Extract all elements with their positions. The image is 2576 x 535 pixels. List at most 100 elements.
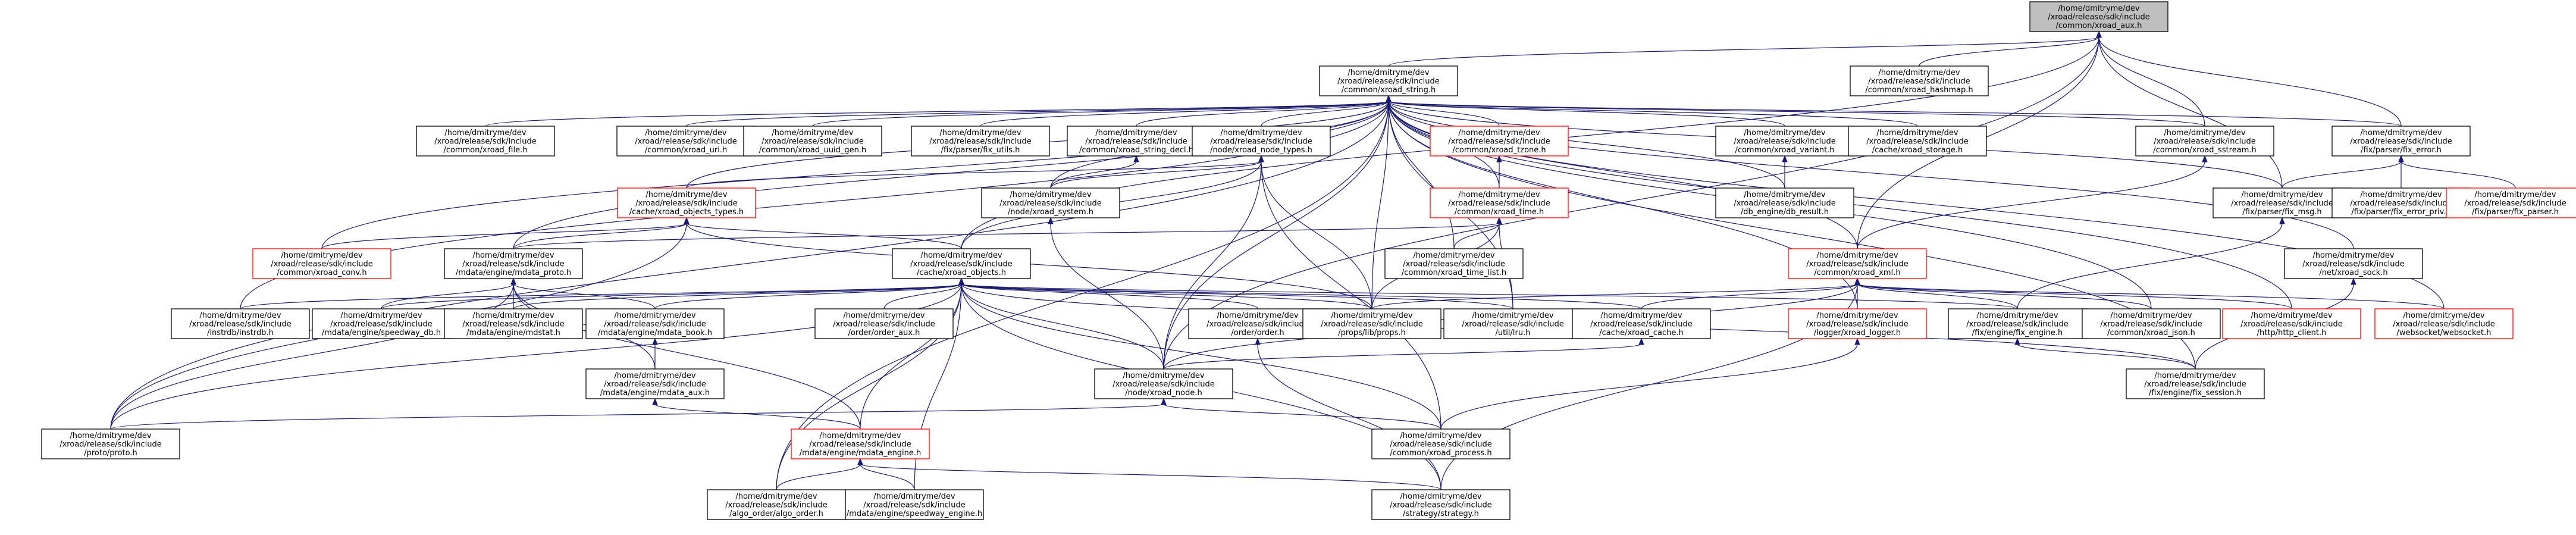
arrowhead-nodesystem-xnode [1048,217,1054,224]
node-conv[interactable]: /home/dmitryme/dev/xroad/release/sdk/inc… [252,248,391,279]
node-uri[interactable]: /home/dmitryme/dev/xroad/release/sdk/inc… [616,126,756,157]
node-mdstat[interactable]: /home/dmitryme/dev/xroad/release/sdk/inc… [444,308,583,339]
node-fixmsg[interactable]: /home/dmitryme/dev/xroad/release/sdk/inc… [2213,187,2352,218]
node-instrdb[interactable]: /home/dmitryme/dev/xroad/release/sdk/inc… [171,308,310,339]
edge-xml-json [1857,283,2152,309]
node-label-line: /home/dmitryme/dev [2474,190,2556,199]
node-box [2213,187,2352,218]
node-box [41,428,180,459]
edge-string-sstream [1388,101,2205,127]
edge-mdataengine-strategy [860,464,1441,490]
node-order[interactable]: /home/dmitryme/dev/xroad/release/sdk/inc… [1188,308,1327,339]
node-label-line: /home/dmitryme/dev [2154,371,2236,380]
node-label-line: /xroad/release/sdk/include [2240,320,2343,329]
node-label-line: /http/http_client.h [2257,328,2327,337]
node-cachestorage[interactable]: /home/dmitryme/dev/xroad/release/sdk/inc… [1848,126,1987,157]
node-label-line: /xroad/release/sdk/include [635,137,737,146]
node-dbresult[interactable]: /home/dmitryme/dev/xroad/release/sdk/inc… [1715,187,1854,218]
arrowhead-mdataaux-mdataengine [652,398,658,405]
node-fixutils[interactable]: /home/dmitryme/dev/xroad/release/sdk/inc… [911,126,1050,157]
node-httpclient[interactable]: /home/dmitryme/dev/xroad/release/sdk/inc… [2222,308,2361,339]
node-logger[interactable]: /home/dmitryme/dev/xroad/release/sdk/inc… [1788,308,1927,339]
node-label-line: /net/xroad_sock.h [2319,268,2387,277]
node-sstream[interactable]: /home/dmitryme/dev/xroad/release/sdk/inc… [2135,126,2274,157]
edge-string-netsock [1388,101,2354,249]
node-mdatabook[interactable]: /home/dmitryme/dev/xroad/release/sdk/inc… [585,308,725,339]
node-speedwaydb[interactable]: /home/dmitryme/dev/xroad/release/sdk/inc… [312,308,451,339]
node-utillru[interactable]: /home/dmitryme/dev/xroad/release/sdk/inc… [1443,308,1582,339]
node-label-line: /fix/parser/fix_utils.h [941,146,1020,155]
node-objects[interactable]: /home/dmitryme/dev/xroad/release/sdk/inc… [892,248,1031,279]
node-label-line: /home/dmitryme/dev [939,129,1021,137]
edge-objects-mdstat [513,283,962,309]
node-websocket[interactable]: /home/dmitryme/dev/xroad/release/sdk/inc… [2374,308,2514,339]
node-json[interactable]: /home/dmitryme/dev/xroad/release/sdk/inc… [2082,308,2221,339]
node-label-line: /xroad/release/sdk/include [1806,320,1909,329]
node-label-line: /xroad/release/sdk/include [635,199,738,208]
node-label-line: /home/dmitryme/dev [1413,251,1495,260]
node-objtypes[interactable]: /home/dmitryme/dev/xroad/release/sdk/inc… [617,187,756,218]
node-label-line: /common/xroad_uuid_gen.h [759,146,867,155]
node-label-line: /xroad/release/sdk/include [1868,77,1970,86]
node-label-line: /home/dmitryme/dev [70,431,152,440]
arrowhead-xnode-process [1161,398,1167,405]
node-label-line: /xroad/release/sdk/include [1806,260,1909,269]
node-proto[interactable]: /home/dmitryme/dev/xroad/release/sdk/inc… [41,428,180,459]
node-label-line: /util/lru.h [1496,328,1531,337]
arrowhead-tzone-xtime [1496,155,1502,162]
edge-objects-xnode [961,283,1164,370]
node-orderaux[interactable]: /home/dmitryme/dev/xroad/release/sdk/inc… [814,308,954,339]
node-hashmap[interactable]: /home/dmitryme/dev/xroad/release/sdk/inc… [1850,65,1989,96]
node-label-line: /xroad/release/sdk/include [2154,137,2256,146]
node-label-line: /home/dmitryme/dev [2241,190,2323,199]
node-label-line: /xroad/release/sdk/include [2144,380,2246,389]
node-variant[interactable]: /home/dmitryme/dev/xroad/release/sdk/inc… [1715,126,1854,157]
node-label-line: /order/order_aux.h [848,328,920,337]
node-propslib[interactable]: /home/dmitryme/dev/xroad/release/sdk/inc… [1302,308,1441,339]
edge-objects-speedwaydb [381,283,962,309]
node-box [1715,126,1854,157]
node-label-line: /xroad/release/sdk/include [1734,137,1836,146]
edge-fixmsg-fixengine [2017,223,2283,309]
node-mdataengine[interactable]: /home/dmitryme/dev/xroad/release/sdk/inc… [791,428,930,459]
node-box [1430,126,1569,157]
node-uuidgen[interactable]: /home/dmitryme/dev/xroad/release/sdk/inc… [743,126,882,157]
node-label-line: /mdata/engine/speedway_engine.h [847,509,982,518]
node-mdataproto[interactable]: /home/dmitryme/dev/xroad/release/sdk/inc… [444,248,583,279]
node-netsock[interactable]: /home/dmitryme/dev/xroad/release/sdk/inc… [2284,248,2423,279]
node-process[interactable]: /home/dmitryme/dev/xroad/release/sdk/inc… [1371,428,1510,459]
node-cachecache[interactable]: /home/dmitryme/dev/xroad/release/sdk/inc… [1572,308,1711,339]
node-box [444,308,583,339]
node-strategy[interactable]: /home/dmitryme/dev/xroad/release/sdk/inc… [1371,489,1510,520]
node-string[interactable]: /home/dmitryme/dev/xroad/release/sdk/inc… [1319,65,1458,96]
node-xtime[interactable]: /home/dmitryme/dev/xroad/release/sdk/inc… [1430,187,1569,218]
node-label-line: /home/dmitryme/dev [2251,311,2333,320]
node-label-line: /fix/parser/fix_parser.h [2472,208,2559,217]
node-box [743,126,882,157]
node-label-line: /xroad/release/sdk/include [1210,137,1312,146]
node-file[interactable]: /home/dmitryme/dev/xroad/release/sdk/inc… [416,126,555,157]
node-fixsession[interactable]: /home/dmitryme/dev/xroad/release/sdk/inc… [2126,368,2265,399]
node-xnode[interactable]: /home/dmitryme/dev/xroad/release/sdk/inc… [1094,368,1233,399]
node-label-line: /common/xroad_json.h [2107,328,2195,337]
node-nodetypes[interactable]: /home/dmitryme/dev/xroad/release/sdk/inc… [1192,126,1331,157]
node-label-line: /home/dmitryme/dev [1472,311,1554,320]
node-fixerror[interactable]: /home/dmitryme/dev/xroad/release/sdk/inc… [2331,126,2471,157]
node-strdecl[interactable]: /home/dmitryme/dev/xroad/release/sdk/inc… [1067,126,1206,157]
arrowhead-netsock-fixsession [2351,277,2356,285]
node-timelist[interactable]: /home/dmitryme/dev/xroad/release/sdk/inc… [1384,248,1524,279]
node-mdataaux[interactable]: /home/dmitryme/dev/xroad/release/sdk/inc… [585,368,725,399]
node-fixparser[interactable]: /home/dmitryme/dev/xroad/release/sdk/inc… [2446,187,2576,218]
node-label-line: /fix/parser/fix_error_priv.h [2351,208,2450,217]
node-box [1788,308,1927,339]
node-algoorder[interactable]: /home/dmitryme/dev/xroad/release/sdk/inc… [707,489,846,520]
node-nodesystem[interactable]: /home/dmitryme/dev/xroad/release/sdk/inc… [981,187,1120,218]
node-root[interactable]: /home/dmitryme/dev/xroad/release/sdk/inc… [2029,1,2168,32]
node-fixengine[interactable]: /home/dmitryme/dev/xroad/release/sdk/inc… [1948,308,2087,339]
node-xml[interactable]: /home/dmitryme/dev/xroad/release/sdk/inc… [1788,248,1927,279]
node-tzone[interactable]: /home/dmitryme/dev/xroad/release/sdk/inc… [1430,126,1569,157]
node-label-line: /node/xroad_node.h [1125,389,1202,398]
edge-string-variant [1388,101,1785,127]
node-speedwayengine[interactable]: /home/dmitryme/dev/xroad/release/sdk/inc… [845,489,984,520]
